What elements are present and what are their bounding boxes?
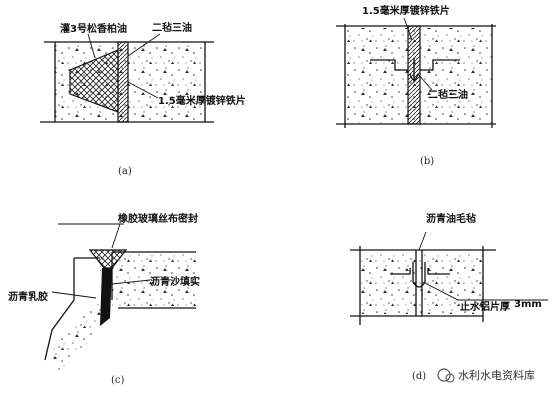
caption-d: (d) (412, 371, 426, 382)
wechat-icon (437, 368, 451, 382)
label-felt-d: 沥青油毛毡 (426, 212, 476, 225)
caption-b: (b) (420, 156, 434, 167)
label-plate-a: 1.5毫米厚镀锌铁片 (158, 94, 246, 107)
label-seal-c: 橡胶玻璃丝布密封 (118, 212, 198, 225)
felt-strip-a (117, 41, 129, 123)
watermark-text: 水利水电资料库 (458, 368, 535, 382)
label-coat-b: 二毡三油 (428, 88, 468, 101)
label-coat-a: 二毡三油 (152, 21, 192, 34)
label-sand-c: 沥青沙填实 (150, 275, 200, 288)
concrete-right-c (112, 252, 196, 308)
sand-fill-c (100, 268, 112, 326)
panel-d: 沥青油毛毡 止水铝片厚 3mm (d) (350, 212, 548, 382)
label-stop-d: 止水铝片厚 (460, 300, 510, 313)
label-thickness-d: 3mm (514, 299, 542, 310)
panel-b: 1.5毫米厚镀锌铁片 二毡三油 (b) (336, 4, 496, 167)
label-plate-b: 1.5毫米厚镀锌铁片 (362, 4, 450, 17)
label-emulsion-c: 沥青乳胶 (8, 290, 48, 303)
wechat-icon-inner (445, 373, 455, 383)
panel-c: 橡胶玻璃丝布密封 沥青沙填实 沥青乳胶 (c) (8, 212, 200, 386)
caption-c: (c) (111, 375, 125, 386)
caption-a: (a) (118, 166, 132, 177)
panel-a: 灌3号松香柏油 二毡三油 1.5毫米厚镀锌铁片 (a) (40, 21, 246, 177)
watermark: 水利水电资料库 (437, 368, 535, 383)
concrete-left-c (48, 258, 105, 372)
label-fill-a: 灌3号松香柏油 (60, 22, 127, 35)
